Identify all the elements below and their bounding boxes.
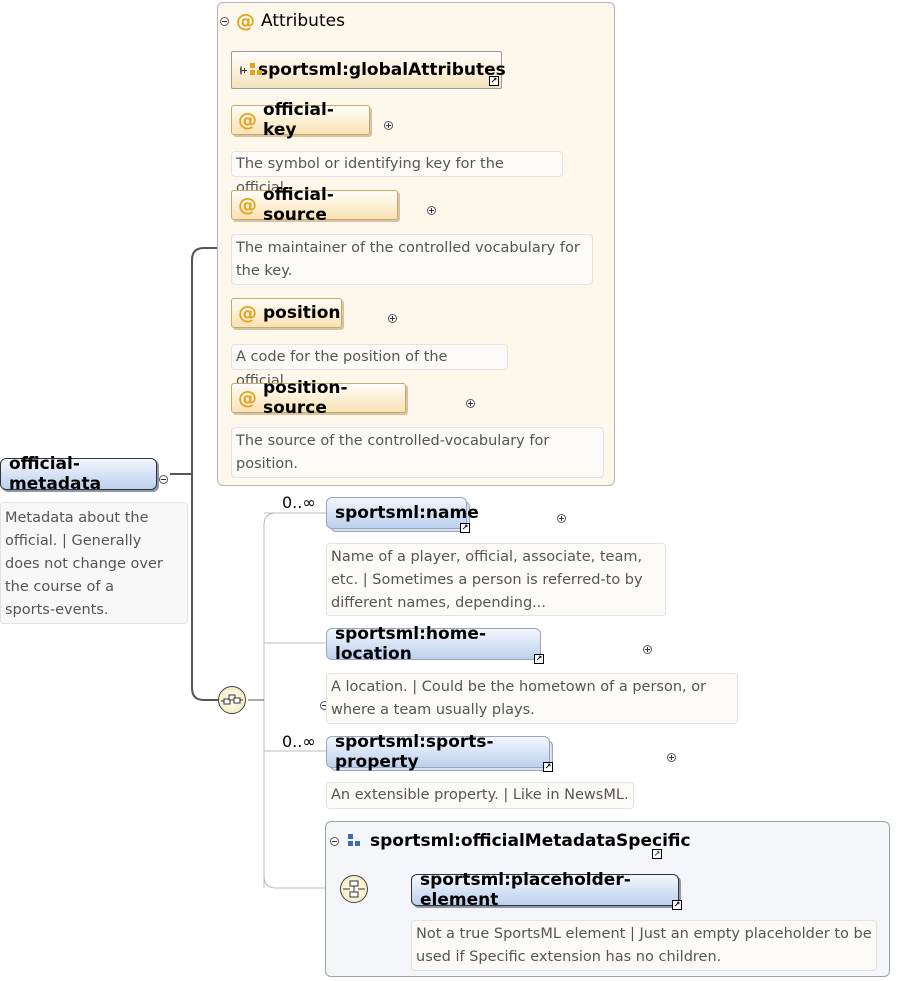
- expand-icon[interactable]: [556, 514, 566, 523]
- doc-line: etc. | Sometimes a person is referred-to…: [331, 572, 643, 588]
- root-documentation: Metadata about the official. | Generally…: [0, 502, 188, 624]
- doc-line: Name of a player, official, associate, t…: [331, 549, 643, 565]
- attribute-position-source[interactable]: @ position-source: [231, 378, 406, 418]
- reference-arrow-icon[interactable]: ↗: [460, 523, 470, 533]
- attribute-official-source[interactable]: @ official-source: [231, 185, 398, 225]
- attribute-documentation: The symbol or identifying key for the of…: [231, 151, 563, 196]
- doc-line: position.: [236, 456, 299, 472]
- element-documentation: A location. | Could be the hometown of a…: [326, 673, 738, 724]
- doc-line: sports-events.: [5, 602, 109, 618]
- reference-arrow-icon[interactable]: ↗: [652, 849, 662, 859]
- element-label: sportsml:sports-property: [335, 732, 494, 772]
- reference-arrow-icon[interactable]: ↗: [672, 900, 682, 910]
- element-sportsml-home-location[interactable]: sportsml:home-location ↗: [326, 624, 544, 664]
- doc-line: different names, depending...: [331, 595, 546, 611]
- root-element-official-metadata[interactable]: official-metadata: [0, 454, 157, 494]
- collapse-icon[interactable]: [330, 836, 339, 846]
- expand-icon[interactable]: [666, 753, 676, 762]
- attribute-label: position: [263, 303, 341, 323]
- specific-group-header[interactable]: sportsml:officialMetadataSpecific: [330, 828, 691, 854]
- attribute-documentation: The source of the controlled-vocabulary …: [231, 427, 604, 478]
- expand-icon[interactable]: [384, 121, 394, 130]
- doc-line: the key.: [236, 263, 293, 279]
- sequence-icon[interactable]: [340, 875, 368, 903]
- collapse-icon[interactable]: [220, 16, 229, 26]
- at-icon: @: [238, 193, 257, 216]
- doc-line: Metadata about the: [5, 510, 149, 526]
- occurrence-label: 0..∞: [282, 493, 316, 512]
- expand-icon[interactable]: [642, 645, 652, 654]
- reference-arrow-icon[interactable]: ↗: [543, 762, 553, 772]
- expand-icon[interactable]: [240, 65, 247, 75]
- doc-line: used if Specific extension has no childr…: [416, 949, 722, 965]
- root-element-label: official-metadata: [9, 454, 102, 494]
- doc-line: where a team usually plays.: [331, 702, 535, 718]
- attribute-label: position-source: [263, 378, 348, 418]
- element-label: sportsml:home-location: [335, 624, 487, 664]
- attribute-position[interactable]: @ position: [231, 298, 342, 328]
- at-icon: @: [238, 386, 257, 409]
- specific-group-label: sportsml:officialMetadataSpecific: [370, 831, 691, 851]
- doc-line: The source of the controlled-vocabulary …: [236, 433, 550, 449]
- attribute-group-global-attributes[interactable]: sportsml:globalAttributes ↗: [231, 51, 506, 89]
- attribute-documentation: A code for the position of the official.: [231, 344, 508, 389]
- at-icon: @: [238, 301, 257, 324]
- doc-line: does not change over: [5, 556, 163, 572]
- attribute-official-key[interactable]: @ official-key: [231, 100, 370, 140]
- attributes-title: Attributes: [261, 11, 345, 31]
- element-sportsml-placeholder-element[interactable]: sportsml:placeholder-element ↗: [411, 870, 682, 910]
- reference-arrow-icon[interactable]: ↗: [489, 76, 499, 86]
- element-label: sportsml:placeholder-element: [420, 870, 631, 910]
- collapse-icon[interactable]: [159, 475, 168, 484]
- element-documentation: Not a true SportsML element | Just an em…: [411, 920, 877, 971]
- doc-line: The maintainer of the controlled vocabul…: [236, 240, 580, 256]
- attributes-header[interactable]: @ Attributes: [220, 8, 345, 34]
- element-sportsml-sports-property[interactable]: sportsml:sports-property ↗: [326, 732, 553, 772]
- doc-line: Not a true SportsML element | Just an em…: [416, 926, 872, 942]
- attribute-group-label: sportsml:globalAttributes: [258, 60, 506, 80]
- expand-icon[interactable]: [466, 399, 476, 408]
- doc-line: the course of a: [5, 579, 114, 595]
- element-sportsml-name[interactable]: sportsml:name ↗: [326, 497, 479, 533]
- doc-line: An extensible property. | Like in NewsML…: [331, 787, 629, 803]
- expand-icon[interactable]: [427, 206, 437, 215]
- element-documentation: An extensible property. | Like in NewsML…: [326, 782, 634, 809]
- element-group-icon: [348, 834, 362, 848]
- attribute-label: official-key: [263, 100, 334, 140]
- doc-line: A location. | Could be the hometown of a…: [331, 679, 707, 695]
- attribute-label: official-source: [263, 185, 334, 225]
- occurrence-label: 0..∞: [282, 732, 316, 751]
- at-icon: @: [238, 108, 257, 131]
- element-label: sportsml:name: [335, 503, 479, 523]
- expand-icon[interactable]: [388, 314, 398, 323]
- doc-line: official. | Generally: [5, 533, 142, 549]
- element-documentation: Name of a player, official, associate, t…: [326, 543, 666, 616]
- attribute-documentation: The maintainer of the controlled vocabul…: [231, 234, 593, 285]
- reference-arrow-icon[interactable]: ↗: [534, 654, 544, 664]
- sequence-icon[interactable]: [218, 686, 246, 714]
- at-icon: @: [236, 9, 255, 32]
